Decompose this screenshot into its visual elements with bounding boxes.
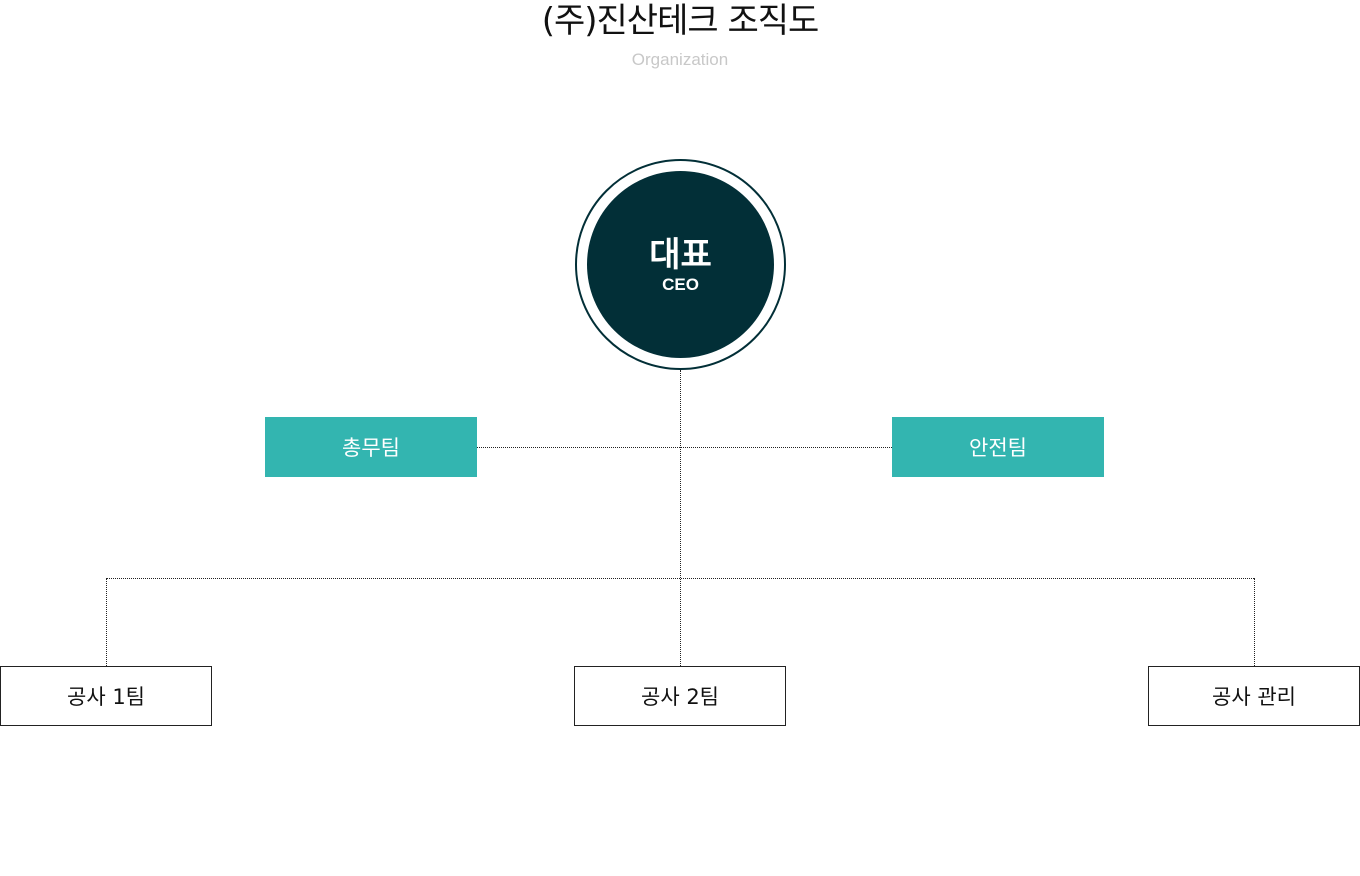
dept-node-construction-management: 공사 관리 [1148,666,1360,726]
ceo-title: 대표 [649,235,712,275]
page-subtitle: Organization [631,50,729,69]
ceo-node-ring [575,159,786,370]
ceo-subtitle: CEO [662,275,699,294]
connector-line [106,578,107,666]
staff-node-general-affairs: 총무팀 [265,417,477,477]
dept-node-construction-2: 공사 2팀 [574,666,786,726]
connector-line [106,578,1254,579]
ceo-node: 대표 CEO [587,171,774,358]
page-title: (주)진산테크 조직도 [541,1,820,41]
staff-node-safety: 안전팀 [892,417,1104,477]
connector-line [680,370,681,666]
connector-line [477,447,892,448]
connector-line [1254,578,1255,666]
dept-node-construction-1: 공사 1팀 [0,666,212,726]
